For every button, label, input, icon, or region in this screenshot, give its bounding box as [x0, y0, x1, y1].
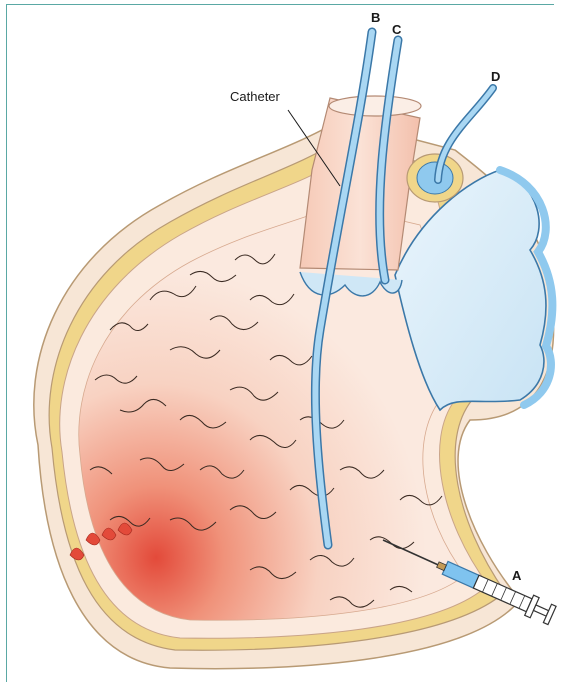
label-b: B [371, 10, 380, 25]
aortic-opening [329, 96, 421, 116]
label-d: D [491, 69, 500, 84]
label-c: C [392, 22, 402, 37]
label-a: A [512, 568, 522, 583]
label-catheter: Catheter [230, 89, 281, 104]
